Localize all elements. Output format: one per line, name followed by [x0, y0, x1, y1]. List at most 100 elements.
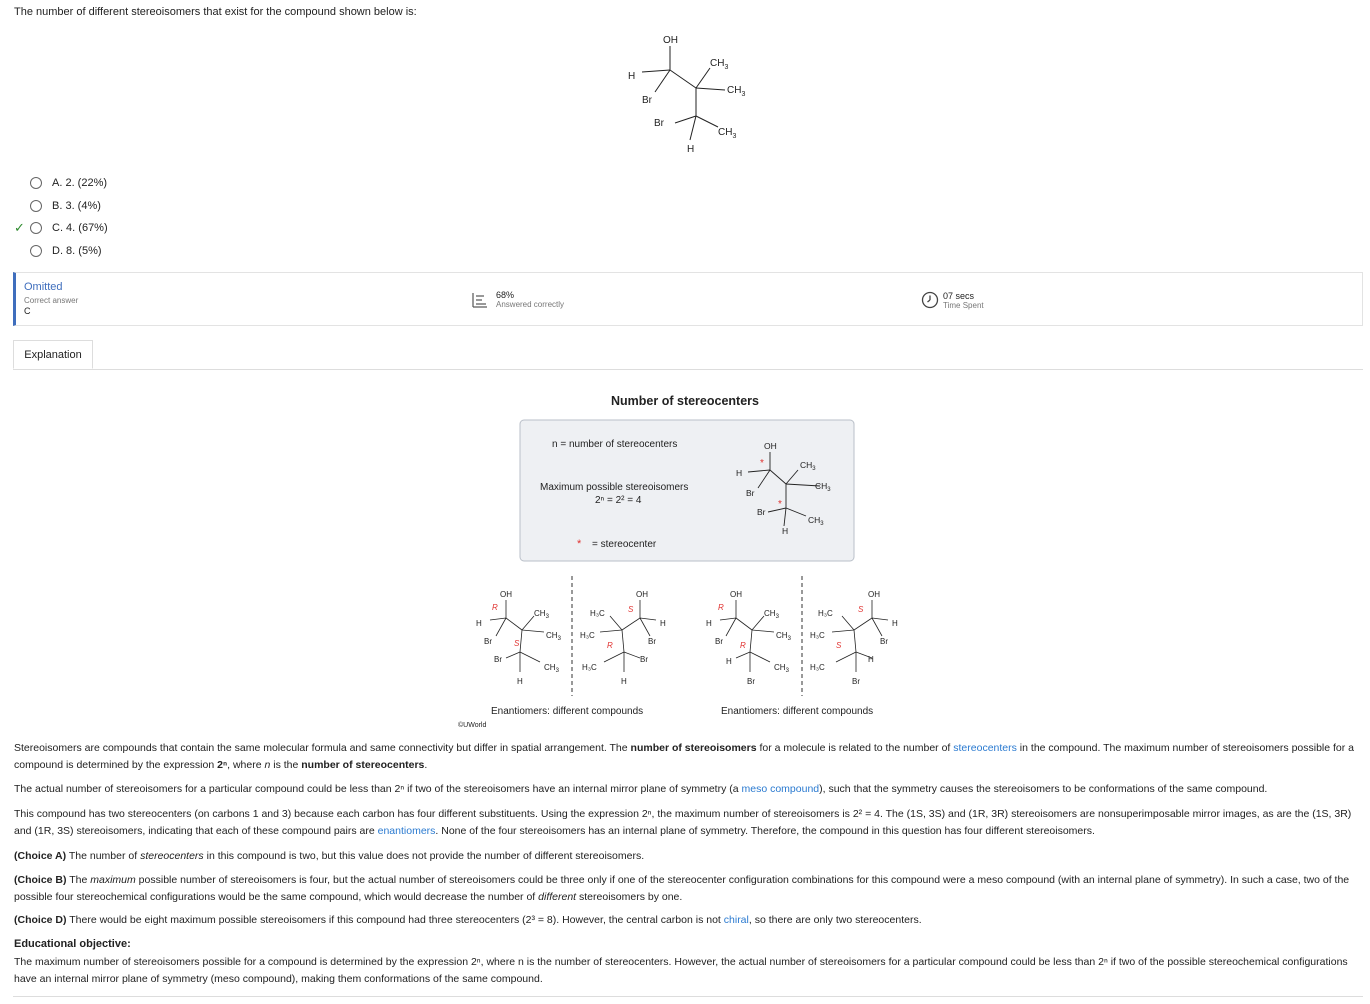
- svg-text:OH: OH: [764, 441, 777, 451]
- status-label: Omitted: [24, 281, 63, 293]
- checkmark-icon: ✓: [14, 220, 25, 236]
- radio-button[interactable]: [30, 244, 42, 257]
- svg-text:H: H: [736, 468, 742, 478]
- svg-text:H: H: [621, 677, 627, 686]
- br-label: Br: [654, 118, 665, 129]
- svg-text:Br: Br: [484, 637, 492, 646]
- svg-text:S: S: [836, 641, 842, 650]
- figure-title: Number of stereocenters: [611, 394, 759, 408]
- copyright: ©UWorld: [458, 722, 487, 729]
- svg-text:H: H: [892, 619, 898, 628]
- paragraph-2: The actual number of stereoisomers for a…: [14, 783, 1268, 795]
- stereocenter-star-icon: *: [778, 499, 782, 510]
- paragraph-3: This compound has two stereocenters (on …: [14, 808, 1352, 837]
- time-spent: 07 secs: [943, 291, 975, 301]
- svg-text:H: H: [706, 619, 712, 628]
- correct-answer-value: C: [24, 306, 31, 316]
- stats-bar: Omitted Correct answer C 68% Answered co…: [13, 272, 1363, 326]
- paragraph-1: Stereoisomers are compounds that contain…: [14, 742, 1355, 771]
- percent-correct: 68%: [496, 290, 515, 300]
- svg-text:H: H: [476, 619, 482, 628]
- svg-text:CH3: CH3: [815, 481, 831, 493]
- config-s-label: S: [514, 639, 520, 648]
- svg-text:H: H: [782, 526, 788, 536]
- svg-text:R: R: [718, 603, 724, 612]
- ch3-label: CH: [710, 58, 724, 69]
- svg-text:R: R: [607, 641, 613, 650]
- ch3-label: CH: [718, 127, 732, 138]
- svg-text:H: H: [660, 619, 666, 628]
- paragraph-choice-d: (Choice D) There would be eight maximum …: [14, 914, 922, 926]
- link-chiral[interactable]: chiral: [723, 914, 749, 926]
- svg-text:H: H: [868, 655, 874, 664]
- time-label: Time Spent: [943, 301, 984, 310]
- educational-objective-title: Educational objective:: [14, 938, 131, 950]
- svg-text:Br: Br: [852, 677, 860, 686]
- stereocenter-star-icon: *: [577, 538, 582, 550]
- svg-text:H₃C: H₃C: [582, 663, 597, 672]
- svg-text:H₃C: H₃C: [580, 631, 595, 640]
- legend-label: = stereocenter: [592, 539, 657, 550]
- explanation-figure: n = number of stereocenters Maximum poss…: [476, 419, 898, 717]
- svg-text:CH3: CH3: [710, 58, 728, 71]
- svg-text:Br: Br: [494, 655, 502, 664]
- bar-chart-icon: [472, 293, 487, 308]
- max-label: Maximum possible stereoisomers: [540, 482, 688, 493]
- svg-text:H: H: [726, 657, 732, 666]
- svg-text:H₃C: H₃C: [810, 631, 825, 640]
- svg-text:CH3: CH3: [764, 609, 780, 620]
- svg-text:S: S: [858, 605, 864, 614]
- stereocenter-star-icon: *: [760, 458, 764, 469]
- divider: [13, 996, 1363, 997]
- clock-icon: [921, 291, 939, 309]
- ch3-label: CH: [727, 85, 741, 96]
- radio-button[interactable]: [30, 177, 42, 190]
- svg-text:CH3: CH3: [544, 663, 560, 674]
- svg-text:Br: Br: [640, 655, 648, 664]
- svg-text:Br: Br: [747, 677, 755, 686]
- choice-d[interactable]: D. 8. (5%): [14, 240, 108, 263]
- link-enantiomers[interactable]: enantiomers: [377, 825, 436, 837]
- radio-button[interactable]: [30, 199, 42, 212]
- svg-text:H₃C: H₃C: [818, 609, 833, 618]
- svg-text:CH3: CH3: [776, 631, 792, 642]
- choice-b[interactable]: B. 3. (4%): [14, 195, 108, 218]
- svg-text:CH3: CH3: [774, 663, 790, 674]
- svg-text:OH: OH: [868, 590, 880, 599]
- svg-text:OH: OH: [500, 590, 512, 599]
- enantiomers-caption-1: Enantiomers: different compounds: [491, 706, 643, 717]
- svg-text:Br: Br: [880, 637, 888, 646]
- svg-text:S: S: [628, 605, 634, 614]
- svg-text:Br: Br: [648, 637, 656, 646]
- enantiomers-caption-2: Enantiomers: different compounds: [721, 706, 873, 717]
- link-stereocenters[interactable]: stereocenters: [953, 742, 1017, 754]
- h-label: H: [687, 144, 694, 155]
- svg-text:Br: Br: [715, 637, 723, 646]
- correct-answer-label: Correct answer: [24, 296, 79, 305]
- divider: [13, 369, 1363, 370]
- svg-text:H₃C: H₃C: [810, 663, 825, 672]
- question-structure: OH H Br CH3 CH3 Br CH3 H: [628, 35, 745, 155]
- max-equation: 2ⁿ = 2² = 4: [595, 495, 642, 506]
- svg-text:Br: Br: [757, 507, 766, 517]
- n-definition: n = number of stereocenters: [552, 439, 677, 450]
- svg-text:R: R: [740, 641, 746, 650]
- svg-text:CH3: CH3: [727, 85, 745, 98]
- explanation-tab[interactable]: Explanation: [13, 340, 93, 369]
- svg-text:H: H: [517, 677, 523, 686]
- svg-text:Br: Br: [746, 488, 755, 498]
- svg-text:H₃C: H₃C: [590, 609, 605, 618]
- svg-text:OH: OH: [730, 590, 742, 599]
- answer-choices: A. 2. (22%) B. 3. (4%) ✓C. 4. (67%) D. 8…: [14, 172, 108, 262]
- paragraph-choice-a: (Choice A) The number of stereocenters i…: [14, 850, 645, 862]
- percent-label: Answered correctly: [496, 300, 565, 309]
- choice-a[interactable]: A. 2. (22%): [14, 172, 108, 195]
- choice-c[interactable]: ✓C. 4. (67%): [14, 220, 108, 236]
- svg-text:CH3: CH3: [534, 609, 550, 620]
- paragraph-choice-b: (Choice B) The maximum possible number o…: [14, 874, 1350, 903]
- oh-label: OH: [663, 35, 678, 46]
- question-text: The number of different stereoisomers th…: [14, 6, 417, 18]
- config-r-label: R: [492, 603, 498, 612]
- link-meso-compound[interactable]: meso compound: [741, 783, 820, 795]
- radio-button[interactable]: [30, 222, 42, 235]
